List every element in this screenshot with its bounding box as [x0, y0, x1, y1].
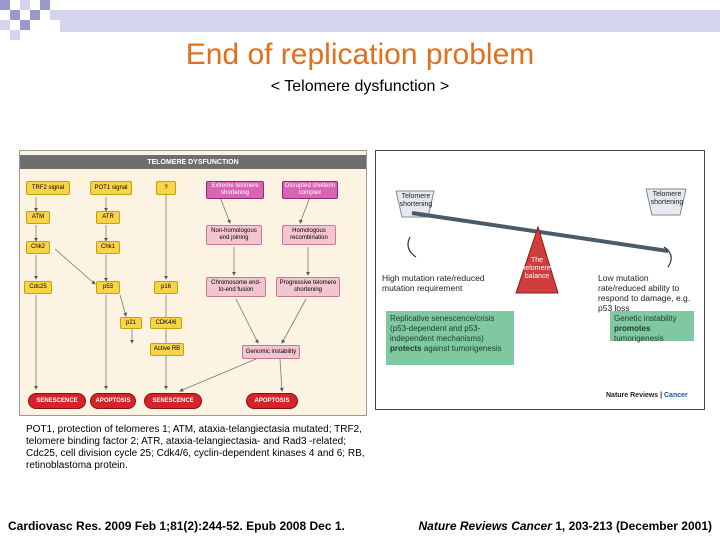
active-rb-node: Active RB — [150, 343, 184, 356]
figure-caption: POT1, protection of telomeres 1; ATM, at… — [26, 424, 365, 471]
outcome-senescence-2: SENESCENCE — [144, 393, 202, 409]
pot1-node: POT1 signal — [90, 181, 132, 195]
page-subtitle: < Telomere dysfunction > — [270, 78, 450, 95]
atm-node: ATM — [26, 211, 50, 224]
progressive-shortening-node: Progressive telomere shortening — [276, 277, 340, 297]
decor-square — [20, 0, 30, 10]
p21-node: p21 — [120, 317, 142, 329]
outcome-apoptosis-1: APOPTOSIS — [90, 393, 136, 409]
extreme-shortening-node: Extreme telomere shortening — [206, 181, 264, 199]
promotes-box: Genetic instability promotes tumorigenes… — [610, 311, 694, 343]
rotate-arrow-right — [663, 246, 672, 268]
left-cup-label: Telomere shortening — [399, 193, 433, 208]
reference-left: Cardiovasc Res. 2009 Feb 1;81(2):244-52.… — [8, 519, 345, 533]
p53-node: p53 — [96, 281, 120, 294]
protects-box: Replicative senescence/crisis (p53-depen… — [386, 311, 514, 365]
decor-square — [20, 20, 30, 30]
p16-node: p16 — [154, 281, 178, 294]
decor-square — [10, 30, 20, 40]
fulcrum — [515, 225, 559, 294]
rotate-arrow-left — [407, 236, 417, 258]
chk1-node: Chk1 — [96, 241, 120, 254]
unknown-node: ? — [156, 181, 176, 195]
reference-right: Nature Reviews Cancer 1, 203-213 (Decemb… — [418, 519, 712, 533]
decor-square — [40, 0, 50, 10]
decor-square — [50, 10, 60, 20]
decor-square — [0, 0, 10, 10]
outcome-apoptosis-2: APOPTOSIS — [246, 393, 298, 409]
right-cup-label: Telomere shortening — [650, 191, 684, 206]
balance-drawing — [395, 188, 687, 294]
telomere-balance-figure: Telomere shortening Telomere shortening … — [375, 150, 705, 410]
nhej-node: Non-homologous end joining — [206, 225, 262, 245]
right-cup — [645, 188, 687, 216]
publisher-logo: Nature Reviews | Cancer — [606, 392, 688, 399]
decor-square — [0, 20, 10, 30]
trf2-node: TRF2 signal — [26, 181, 70, 195]
disrupted-shelterin-node: Disrupted shelterin complex — [282, 181, 338, 199]
figure-header: TELOMERE DYSFUNCTION — [20, 155, 366, 169]
high-mutation-text: High mutation rate/reduced mutation requ… — [382, 273, 485, 293]
atr-node: ATR — [96, 211, 120, 224]
header-bar — [60, 10, 720, 32]
page-title: End of replication problem — [185, 38, 535, 71]
chk2-node: Chk2 — [26, 241, 50, 254]
decor-square — [10, 10, 20, 20]
hr-node: Homologous recombination — [282, 225, 336, 245]
cdk46-node: CDK4/6 — [150, 317, 182, 329]
low-mutation-text: Low mutation rate/reduced ability to res… — [598, 273, 691, 313]
decor-square — [30, 10, 40, 20]
genomic-instability-node: Genomic instability — [242, 345, 300, 359]
pathway-arrows — [34, 195, 311, 392]
cdc25-node: Cdc25 — [24, 281, 52, 294]
fulcrum-label: The telomere balance — [523, 257, 551, 280]
chromosome-fusion-node: Chromosome end-to-end fusion — [206, 277, 266, 297]
outcome-senescence-1: SENESCENCE — [28, 393, 86, 409]
telomere-dysfunction-figure: TELOMERE DYSFUNCTION TRF2 sign — [19, 150, 367, 416]
